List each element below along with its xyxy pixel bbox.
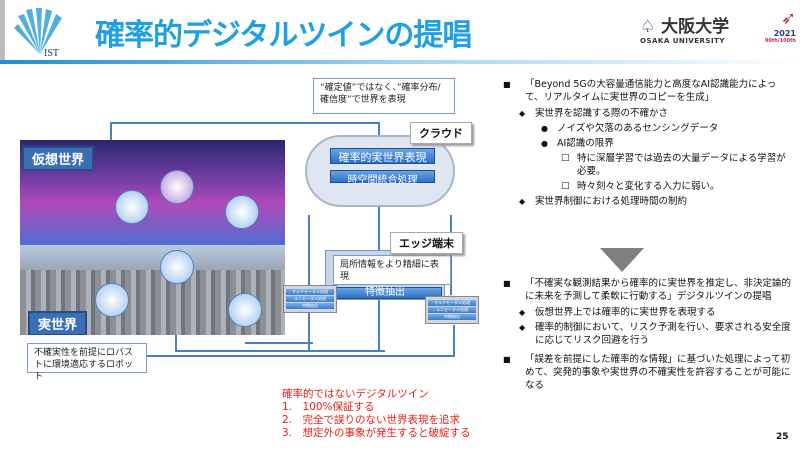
left-accent-bar [0,0,5,62]
ist-logo: IST [14,8,62,58]
connector-line [110,122,112,142]
connector-line [175,350,385,352]
mini-processing-box: マルチモーダル処理ユニモーダル処理特徴抽出 [283,285,337,313]
bullet-list: 「不確実な観測結果から確率的に実世界を推定し、非決定論的に未来を予測して柔軟に行… [503,277,793,395]
cloud-bar-representation: 確率的実世界表現 [330,148,435,164]
edge-tag: エッジ端末 [390,232,463,254]
cloud-callout: “確定値”ではなく、”確率分布/確信度”で世界を表現 [313,78,455,114]
connector-line [378,122,380,352]
robot-avatar [115,190,149,224]
connector-line [308,215,310,350]
person-avatar [225,195,259,229]
title-rule [0,60,800,64]
cloud-bar-integration: 時空間統合処理 [330,170,435,186]
real-world-label: 実世界 [28,311,88,335]
page-number: 25 [776,432,789,442]
cloud-tag: クラウド [410,122,472,144]
connector-line [450,215,452,295]
page-title: 確率的デジタルツインの提唱 [95,18,472,53]
mini-processing-box: マルチモーダル処理ユニモーダル処理特徴抽出 [425,296,479,324]
svg-text:IST: IST [44,48,59,58]
down-arrow-icon [600,248,644,272]
edge-callout: 局所情報をより精細に表現 [333,255,451,285]
robot-avatar [95,283,129,317]
non-probabilistic-list: 確率的ではないデジタルツイン 1. 100%保証する 2. 完全で誤りのない世界… [282,388,471,439]
connector-line [140,355,455,357]
connector-line [245,342,313,344]
connector-line [453,325,455,357]
virtual-world-image: 仮想世界 [20,140,285,245]
drone-avatar [160,250,194,284]
real-world-image: 実世界 [20,245,285,335]
connector-line [110,122,380,124]
robot-callout: 不確実性を前提にロバストに環境適応するロボット [27,343,147,382]
virtual-world-label: 仮想世界 [22,146,95,171]
person-avatar [228,293,262,327]
bullet-list: 「Beyond 5Gの大容量通信能力と高度なAI認識能力によって、リアルタイムに… [503,78,793,210]
drone-avatar [160,170,194,204]
